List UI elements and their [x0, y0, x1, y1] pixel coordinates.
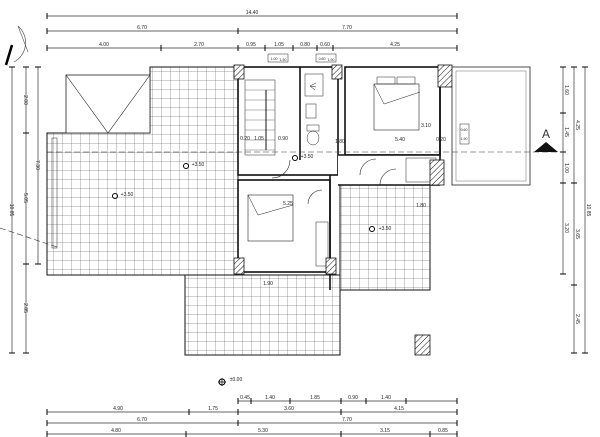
bed-icon [247, 194, 294, 242]
svg-text:1.00: 1.00 [563, 163, 569, 173]
window-tag: 0.60 1.90 [315, 53, 337, 63]
svg-text:1.40: 1.40 [265, 395, 275, 401]
dim-label: 4.25 [390, 42, 400, 48]
svg-text:+3.50: +3.50 [301, 154, 314, 160]
svg-text:10.85: 10.85 [8, 204, 14, 217]
sink-icon [305, 103, 317, 119]
svg-text:5.40: 5.40 [395, 137, 405, 143]
svg-text:4.80: 4.80 [111, 428, 121, 434]
svg-text:3.65: 3.65 [574, 229, 580, 239]
svg-text:3.20: 3.20 [563, 223, 569, 233]
svg-text:2.85: 2.85 [22, 303, 28, 313]
svg-text:1.05: 1.05 [254, 136, 264, 142]
svg-text:2.00: 2.00 [22, 95, 28, 105]
dim-label: 0.60 [320, 42, 330, 48]
shower-icon [304, 73, 324, 97]
bed-icon [373, 76, 421, 131]
svg-text:+3.50: +3.50 [192, 162, 205, 168]
interior [237, 66, 441, 290]
svg-text:1.80: 1.80 [335, 139, 345, 145]
section-marker-icon: A [534, 127, 558, 152]
svg-text:0.20: 0.20 [240, 136, 250, 142]
svg-text:1.90: 1.90 [328, 58, 335, 62]
svg-text:3.10: 3.10 [421, 123, 431, 129]
svg-text:5.25: 5.25 [283, 201, 293, 207]
toilet-icon [306, 124, 320, 146]
top-dimensions: 14.40 6.70 7.70 4.00 2.70 0.95 1.05 0.80… [46, 10, 458, 51]
svg-text:1.50: 1.50 [280, 58, 287, 62]
staircase [244, 79, 276, 156]
svg-text:1.40: 1.40 [381, 395, 391, 401]
dim-label: 0.80 [300, 42, 310, 48]
svg-text:2.45: 2.45 [574, 314, 580, 324]
svg-text:3.60: 3.60 [284, 406, 294, 412]
svg-text:10.85: 10.85 [585, 204, 591, 217]
svg-text:4.25: 4.25 [574, 120, 580, 130]
svg-text:1.90: 1.90 [461, 137, 468, 141]
svg-text:1.60: 1.60 [563, 85, 569, 95]
door-swing [307, 189, 323, 205]
svg-text:1.45: 1.45 [563, 127, 569, 137]
door-swing [359, 158, 377, 176]
svg-text:1.75: 1.75 [208, 406, 218, 412]
svg-text:+3.50: +3.50 [379, 226, 392, 232]
bottom-dimensions: 0.45 1.40 1.85 0.90 1.40 4.90 1.75 3.60 … [46, 395, 458, 437]
window-tag: 0.60 1.90 [459, 123, 470, 145]
svg-text:7.70: 7.70 [342, 417, 352, 423]
svg-text:5.30: 5.30 [258, 428, 268, 434]
svg-text:1.00: 1.00 [271, 57, 278, 61]
wardrobe [315, 221, 329, 267]
elevation-marker: +3.50 [112, 192, 134, 199]
dim-label: 7.70 [342, 25, 352, 31]
right-dimensions: 1.60 1.45 1.00 3.20 4.25 3.65 2.45 10.85 [560, 66, 591, 354]
dim-label: 6.70 [137, 25, 147, 31]
svg-text:4.90: 4.90 [113, 406, 123, 412]
svg-text:0.20: 0.20 [436, 137, 446, 143]
elevation-marker: +3.50 [292, 154, 314, 161]
svg-text:1.85: 1.85 [310, 395, 320, 401]
columns [233, 64, 453, 356]
svg-text:0.85: 0.85 [438, 428, 448, 434]
svg-text:0.60: 0.60 [319, 57, 326, 61]
svg-text:7.30: 7.30 [34, 160, 40, 170]
dim-overall: 14.40 [246, 10, 259, 16]
ground-level-marker: ±0.00 [218, 377, 242, 386]
terraces [46, 66, 431, 356]
elevation-marker: +3.50 [369, 226, 392, 232]
svg-text:0.60: 0.60 [461, 128, 468, 132]
window-tag: 1.00 1.50 [267, 53, 289, 63]
svg-text:0.45: 0.45 [240, 395, 250, 401]
dim-label: 1.05 [274, 42, 284, 48]
svg-text:A: A [542, 127, 550, 141]
svg-text:0.90: 0.90 [278, 136, 288, 142]
svg-text:1.90: 1.90 [263, 281, 273, 287]
roof-area [65, 74, 151, 134]
dim-label: 2.70 [194, 42, 204, 48]
elevation-marker: +3.50 [183, 162, 205, 169]
north-arrow-icon [4, 25, 29, 66]
door-swing [379, 168, 397, 186]
svg-text:4.15: 4.15 [394, 406, 404, 412]
svg-text:5.05: 5.05 [22, 193, 28, 203]
svg-text:±0.00: ±0.00 [230, 377, 243, 383]
door-swing [271, 159, 291, 179]
svg-text:0.90: 0.90 [348, 395, 358, 401]
svg-text:6.70: 6.70 [137, 417, 147, 423]
section-line [0, 227, 61, 249]
svg-text:+3.50: +3.50 [121, 192, 134, 198]
dim-label: 0.95 [246, 42, 256, 48]
svg-text:1.80: 1.80 [416, 203, 426, 209]
svg-text:3.15: 3.15 [380, 428, 390, 434]
left-dimensions: 10.85 2.00 5.05 2.85 7.30 [8, 66, 41, 354]
dim-label: 4.00 [99, 42, 109, 48]
interior-dimensions: 0.20 1.05 0.90 1.80 5.40 0.20 3.10 5.25 … [240, 123, 446, 287]
